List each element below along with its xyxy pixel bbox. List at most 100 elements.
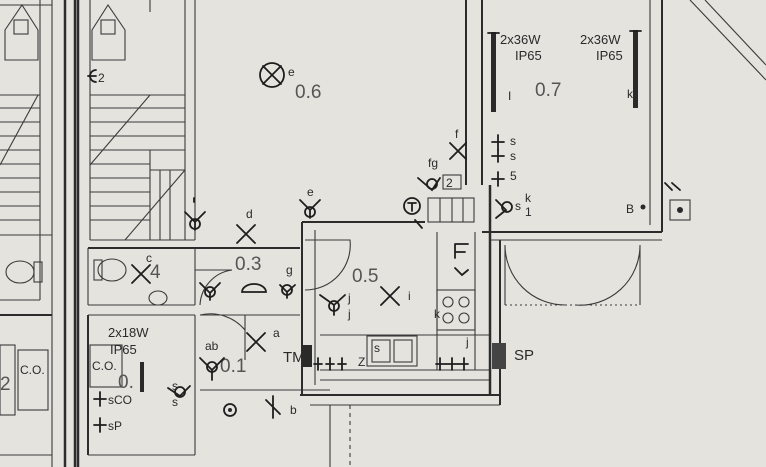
lum-left-ip: IP65 [515,48,542,63]
wall-lamp-left-2 [199,282,221,301]
hob-burner [458,312,470,324]
door-swing [195,269,233,306]
lum-small-rating: 2x18W [108,325,149,340]
luminaire-bar [633,30,638,108]
outlet-label: j [347,307,351,321]
switch-label: s [172,379,178,393]
ceiling-point-tag: i [408,289,411,303]
wall-lamp-fg: fg 2 [417,156,462,192]
ceiling-point-icon [449,142,467,160]
switch-panel-icon [492,343,506,369]
switch-label: s [515,199,521,213]
toilet [97,258,127,282]
ceiling-point-a: a [246,326,280,352]
ceiling-point-i: i [380,286,411,306]
room-4-label: 4 [150,262,161,283]
switch-group-right: s s 5 s k 1 [491,134,532,219]
switch-label: s [510,149,516,163]
socket-dot-icon [640,204,646,210]
wall-lamp-icon [299,199,321,219]
ceiling-point-tag: b [290,403,297,417]
wall-lamp-left [184,197,206,231]
socket-icon [454,243,469,259]
counter-label: Z [358,355,365,369]
ceiling-point-icon [265,395,281,419]
switch-label: s [172,395,178,409]
hob-label: k [434,307,441,321]
switch-c2: 2 [87,69,105,85]
toilet-cistern [33,261,43,283]
meter-label: TM [283,349,305,366]
ceiling-point-tag: c [146,251,152,265]
socket-icon [435,357,469,371]
switch-label: 5 [510,169,517,183]
wall-line [689,0,766,81]
ceiling-light-fixture: e [259,62,295,88]
bell-icon [241,283,267,293]
ceiling-point-tag: a [273,326,280,340]
lum-small-ip: IP65 [110,342,137,357]
hob-burner [442,296,454,308]
switch-icon [491,171,505,187]
cabinet [427,197,475,223]
switch-icon [491,149,505,163]
ceiling-point-tag: d [246,207,253,221]
staircase-right [89,94,186,241]
room-0-7-label: 0.7 [535,80,561,101]
wall-line [704,0,766,66]
socket-icon [93,391,107,407]
sink-bowl [393,339,413,363]
door-swing [504,244,566,306]
switch-label: 2 [98,71,105,85]
ceiling-point-icon [380,286,400,306]
cabinet [0,344,16,416]
switch-label: s [510,134,516,148]
luminaire-bar [140,362,144,392]
switch-label: k [525,191,532,205]
switch-panel-label: SP [514,347,534,364]
door-swing [304,239,351,291]
counter-sockets: Z s [313,341,469,371]
wall-lamp-tag: g [286,263,293,277]
lamp-cross [262,65,282,85]
ceiling-fixture-tag: e [288,65,295,79]
socket-label: sP [108,419,122,433]
switch-icon [495,199,508,219]
ground-socket-icon [223,403,237,417]
socket-icon [313,357,323,371]
stair-landing [4,4,39,61]
lum-left-rating: 2x36W [500,32,541,47]
switch-group-s: s s [167,379,191,409]
outlet-label: j [465,335,469,349]
ceiling-point-icon [246,332,266,352]
lamp-circle-icon [259,62,285,88]
door-swing [199,313,246,331]
socket-icon [325,357,335,371]
kitchen-sockets: k [414,219,469,321]
lum-right-rating: 2x36W [580,32,621,47]
socket-icon [337,357,347,371]
thermostat [403,197,421,215]
wall-lamp-tag: 2 [446,176,453,190]
luminaire-small: 2x18W IP65 [108,325,149,392]
socket-icon [93,417,107,433]
ceiling-point-d: d [236,207,256,244]
switch-icon [167,385,191,398]
thermostat-icon [403,197,421,215]
staircase-left [0,94,40,221]
wall-lamp-ab: ab [199,339,225,381]
socket-b-label: B [626,202,634,216]
luminaire-right: 2x36W IP65 k [580,30,642,108]
lum-right-ip: IP65 [596,48,623,63]
light-ray-icon [664,182,681,191]
stair-landing [91,4,126,61]
socket-sp: sP [93,417,122,433]
basin [148,290,168,306]
room-0-3-label: 0.3 [235,254,261,275]
room-0-1-label: 0.1 [220,356,246,377]
wall-lamp-tag: e [307,185,314,199]
outlet-label: j [347,291,351,305]
ceiling-point-c: c [131,251,152,284]
